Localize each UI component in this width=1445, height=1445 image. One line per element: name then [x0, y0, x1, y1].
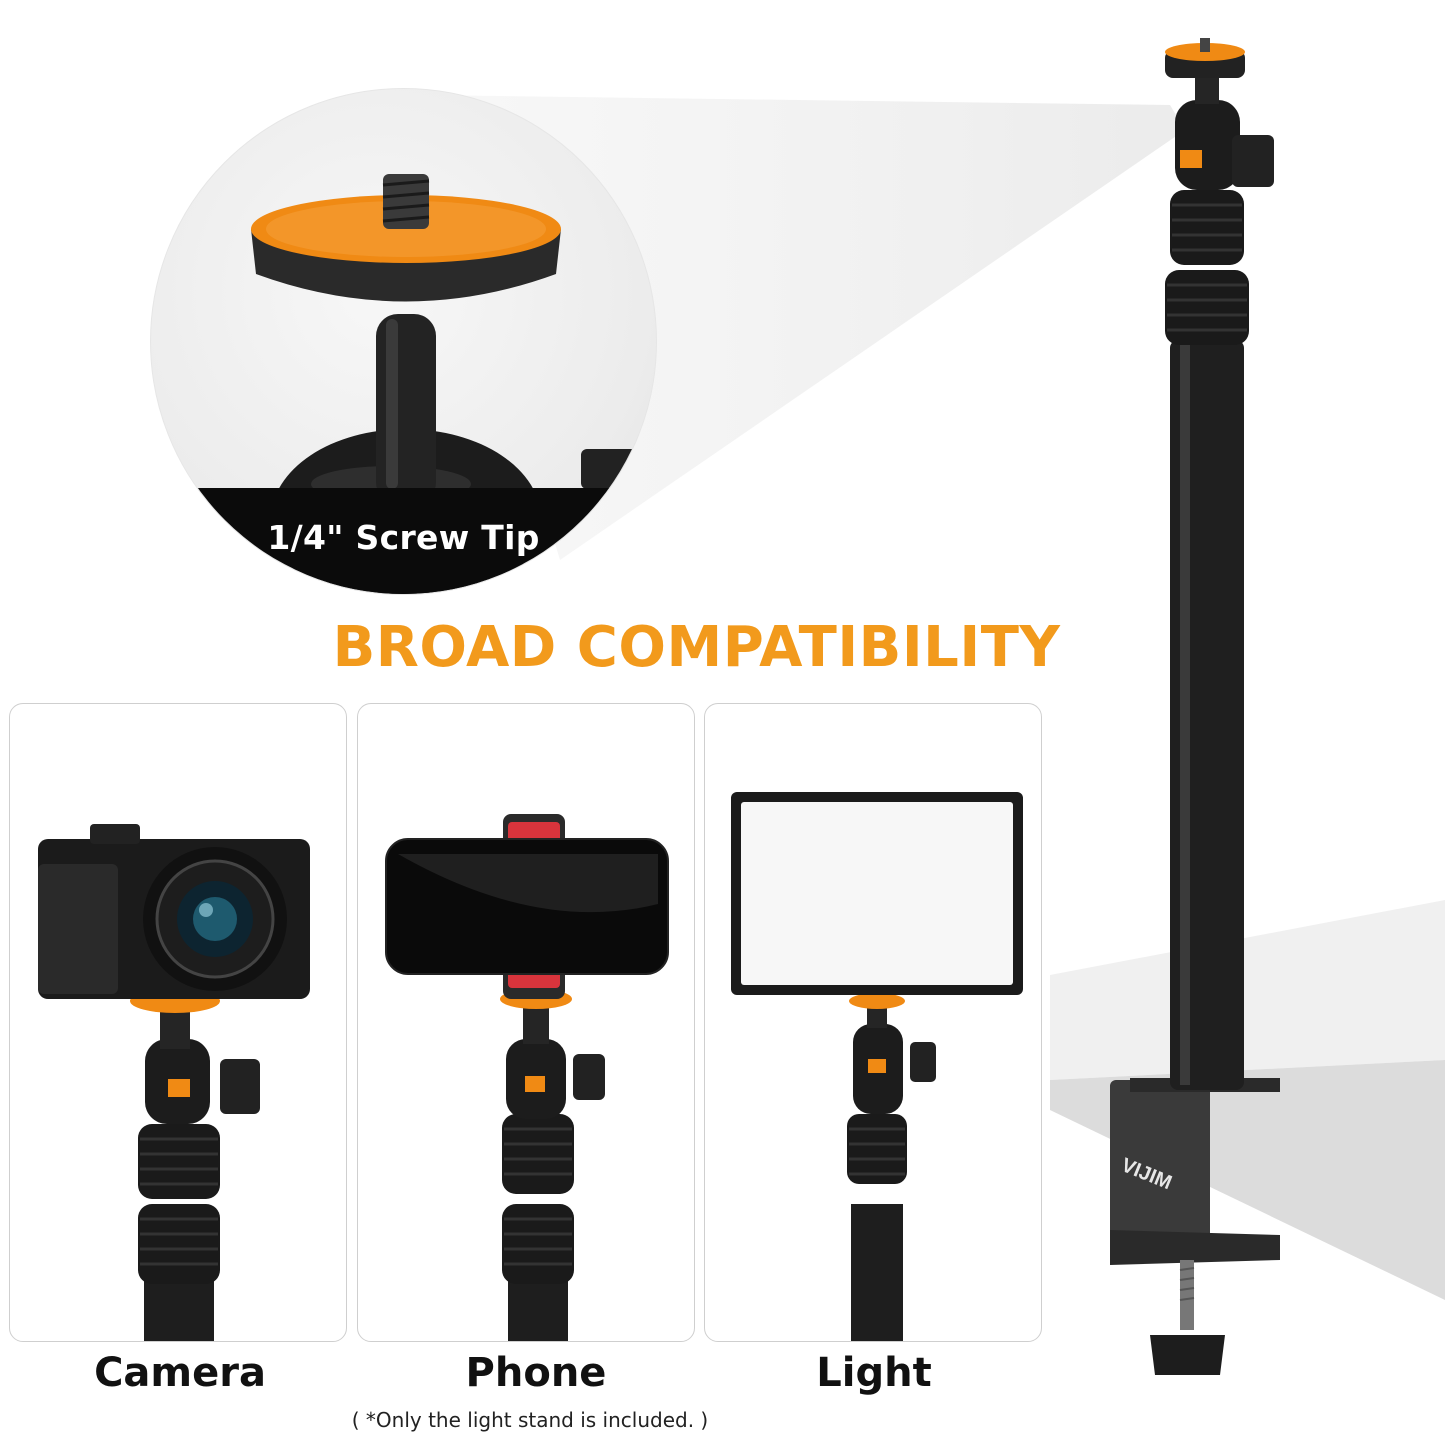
caption-band: 1/4" Screw Tip: [151, 488, 656, 594]
screw-tip-closeup: [251, 174, 641, 594]
light-panel-icon: [731, 792, 1023, 1341]
phone-label: Phone: [465, 1350, 607, 1396]
footnote: ( *Only the light stand is included. ): [351, 1408, 709, 1432]
screw-tip-zoom: 1/4" Screw Tip: [150, 88, 657, 595]
camera-panel: [9, 703, 347, 1342]
phone-panel: [357, 703, 695, 1342]
light-panel: [704, 703, 1042, 1342]
camera-label: Camera: [94, 1350, 266, 1396]
headline: BROAD COMPATIBILITY: [332, 615, 1061, 680]
screw-tip-caption: 1/4" Screw Tip: [267, 518, 540, 557]
light-stand-illustration: VIJIM: [1050, 38, 1445, 1375]
camera-icon: [38, 824, 310, 1341]
light-label: Light: [816, 1350, 932, 1396]
phone-icon: [385, 814, 669, 1341]
